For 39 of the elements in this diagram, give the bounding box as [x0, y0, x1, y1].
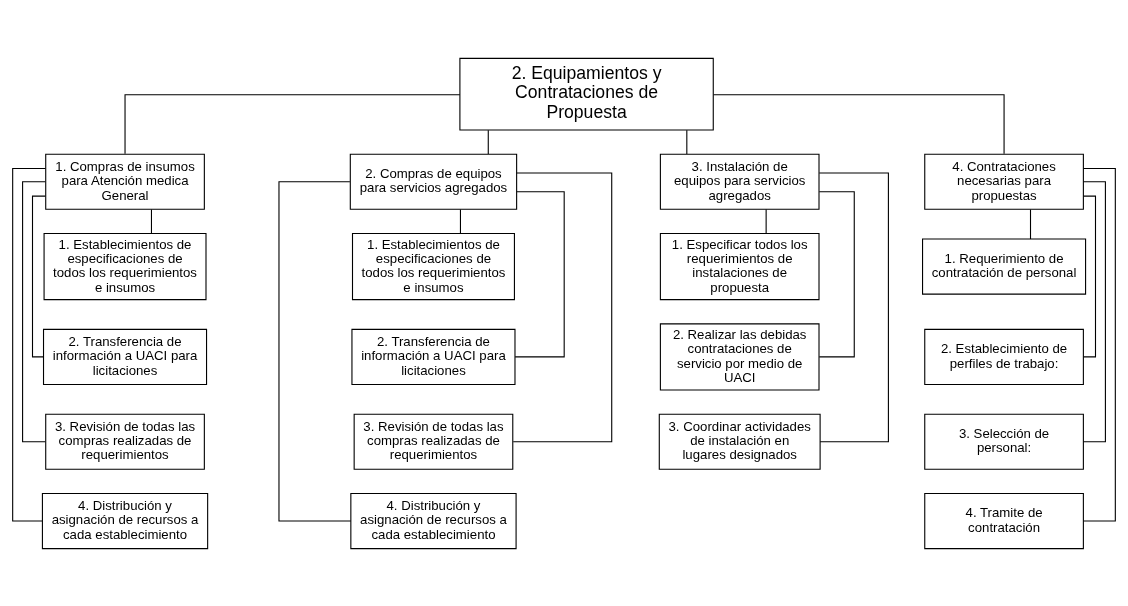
node-box: 2. Realizar las debidas contrataciones de servicio por medio de UACI [659, 322, 820, 391]
connector [22, 180, 46, 442]
connector [487, 129, 489, 155]
connector [459, 208, 461, 234]
node-box: 4. Distribución y asignación de recursos a cada establecimiento [41, 492, 209, 549]
node-box: 3. Selección de personal: [924, 413, 1084, 470]
connector [686, 129, 688, 155]
node-box: 3. Instalación de equipos para servicios agregados [659, 153, 820, 210]
node-box: 2. Transferencia de información a UACI para licitaciones [42, 328, 208, 385]
node-box: 1. Requerimiento de contratación de personal [922, 238, 1087, 295]
node-box: 2. Equipamientos y Contrataciones de Propuesta [459, 57, 714, 131]
node-box: 3. Revisión de todas las compras realizadas de requerimientos [353, 413, 514, 470]
connector [1082, 167, 1116, 522]
node-box: 3. Revisión de todas las compras realizadas de requerimientos [45, 413, 205, 470]
connector [31, 195, 46, 357]
node-box: 4. Tramite de contratación [924, 492, 1084, 549]
connector [512, 171, 613, 442]
node-box: 4. Contrataciones necesarias para propuestas [924, 153, 1084, 210]
node-box: 1. Establecimientos de especificaciones de todos los requerimientos e insumos [351, 232, 515, 300]
connector [124, 93, 461, 154]
connector [713, 93, 1005, 154]
node-box: 2. Transferencia de información a UACI para licitaciones [351, 328, 516, 385]
node-box: 1. Compras de insumos para Atención medica General [45, 153, 205, 210]
node-box: 1. Especificar todos los requerimientos de instalaciones de propuesta [659, 232, 820, 300]
connector [278, 180, 352, 522]
connector [150, 208, 152, 234]
connector [1083, 195, 1097, 357]
connector [765, 208, 767, 234]
node-box: 2. Compras de equipos para servicios agregados [349, 153, 518, 210]
node-box: 4. Distribución y asignación de recursos a cada establecimiento [350, 492, 517, 549]
connector [1029, 208, 1032, 240]
node-box: 1. Establecimientos de especificaciones de todos los requerimientos e insumos [43, 232, 207, 300]
connector [12, 167, 47, 522]
connector [818, 171, 889, 442]
connector [514, 190, 565, 357]
node-box: 2. Establecimiento de perfiles de trabajo: [924, 328, 1084, 385]
connector [818, 190, 855, 357]
node-box: 3. Coordinar actividades de instalación en lugares designados [658, 413, 821, 470]
connector [1082, 180, 1106, 442]
